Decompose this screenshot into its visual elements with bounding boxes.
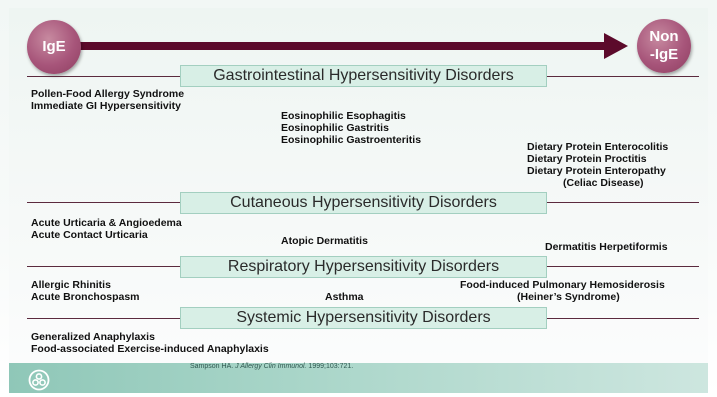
gi-mixed-item: Eosinophilic Gastroenteritis [281, 134, 422, 146]
citation-journal: J Allergy Clin Immunol. [235, 363, 307, 370]
systemic-ige-item: Food-associated Exercise-induced Anaphyl… [31, 343, 269, 355]
category-respiratory: Respiratory Hypersensitivity Disorders [180, 256, 547, 278]
gi-non-ige-item: (Celiac Disease) [563, 177, 644, 189]
cutaneous-ige-item: Acute Contact Urticaria [31, 229, 148, 241]
divider-gi-left [27, 76, 180, 77]
divider-cutaneous-right [547, 202, 699, 203]
cutaneous-non-ige-item: Dermatitis Herpetiformis [545, 241, 668, 253]
citation: Sampson HA. J Allergy Clin Immunol. 1999… [190, 363, 353, 370]
gi-ige-item: Immediate GI Hypersensitivity [31, 100, 181, 112]
respiratory-ige-item: Acute Bronchospasm [31, 291, 140, 303]
cutaneous-mixed-item: Atopic Dermatitis [281, 235, 368, 247]
respiratory-mixed-item: Asthma [325, 291, 364, 303]
respiratory-non-ige-item: (Heiner’s Syndrome) [517, 291, 620, 303]
ige-label: IgE [42, 38, 66, 55]
gi-non-ige-item: Dietary Protein Enterocolitis [527, 141, 669, 153]
category-gastrointestinal: Gastrointestinal Hypersensitivity Disord… [180, 65, 547, 87]
divider-systemic-right [547, 318, 699, 319]
citation-authors: Sampson HA. [190, 363, 234, 370]
gi-non-ige-item: Dietary Protein Enteropathy [527, 165, 666, 177]
gi-mixed-item: Eosinophilic Esophagitis [281, 110, 406, 122]
people-circle-icon [28, 369, 50, 391]
non-ige-circle: Non -IgE [637, 19, 691, 73]
category-systemic: Systemic Hypersensitivity Disorders [180, 307, 547, 329]
respiratory-non-ige-item: Food-induced Pulmonary Hemosiderosis [460, 279, 665, 291]
citation-details: 1999;103:721. [308, 363, 354, 370]
divider-cutaneous-left [27, 202, 180, 203]
non-ige-label-line1: Non [649, 28, 679, 45]
divider-gi-right [547, 76, 699, 77]
systemic-ige-item: Generalized Anaphylaxis [31, 331, 155, 343]
spectrum-arrow-shaft [80, 42, 620, 50]
divider-respiratory-right [547, 266, 699, 267]
gi-mixed-item: Eosinophilic Gastritis [281, 122, 389, 134]
ige-circle: IgE [27, 20, 81, 74]
gi-ige-item: Pollen-Food Allergy Syndrome [31, 88, 185, 100]
cutaneous-ige-item: Acute Urticaria & Angioedema [31, 217, 182, 229]
footer-bar [9, 363, 708, 393]
respiratory-ige-item: Allergic Rhinitis [31, 279, 111, 291]
category-cutaneous: Cutaneous Hypersensitivity Disorders [180, 192, 547, 214]
gi-non-ige-item: Dietary Protein Proctitis [527, 153, 647, 165]
divider-systemic-left [27, 318, 180, 319]
divider-respiratory-left [27, 266, 180, 267]
non-ige-label-line2: -IgE [649, 46, 679, 63]
spectrum-arrow-head [604, 33, 628, 59]
